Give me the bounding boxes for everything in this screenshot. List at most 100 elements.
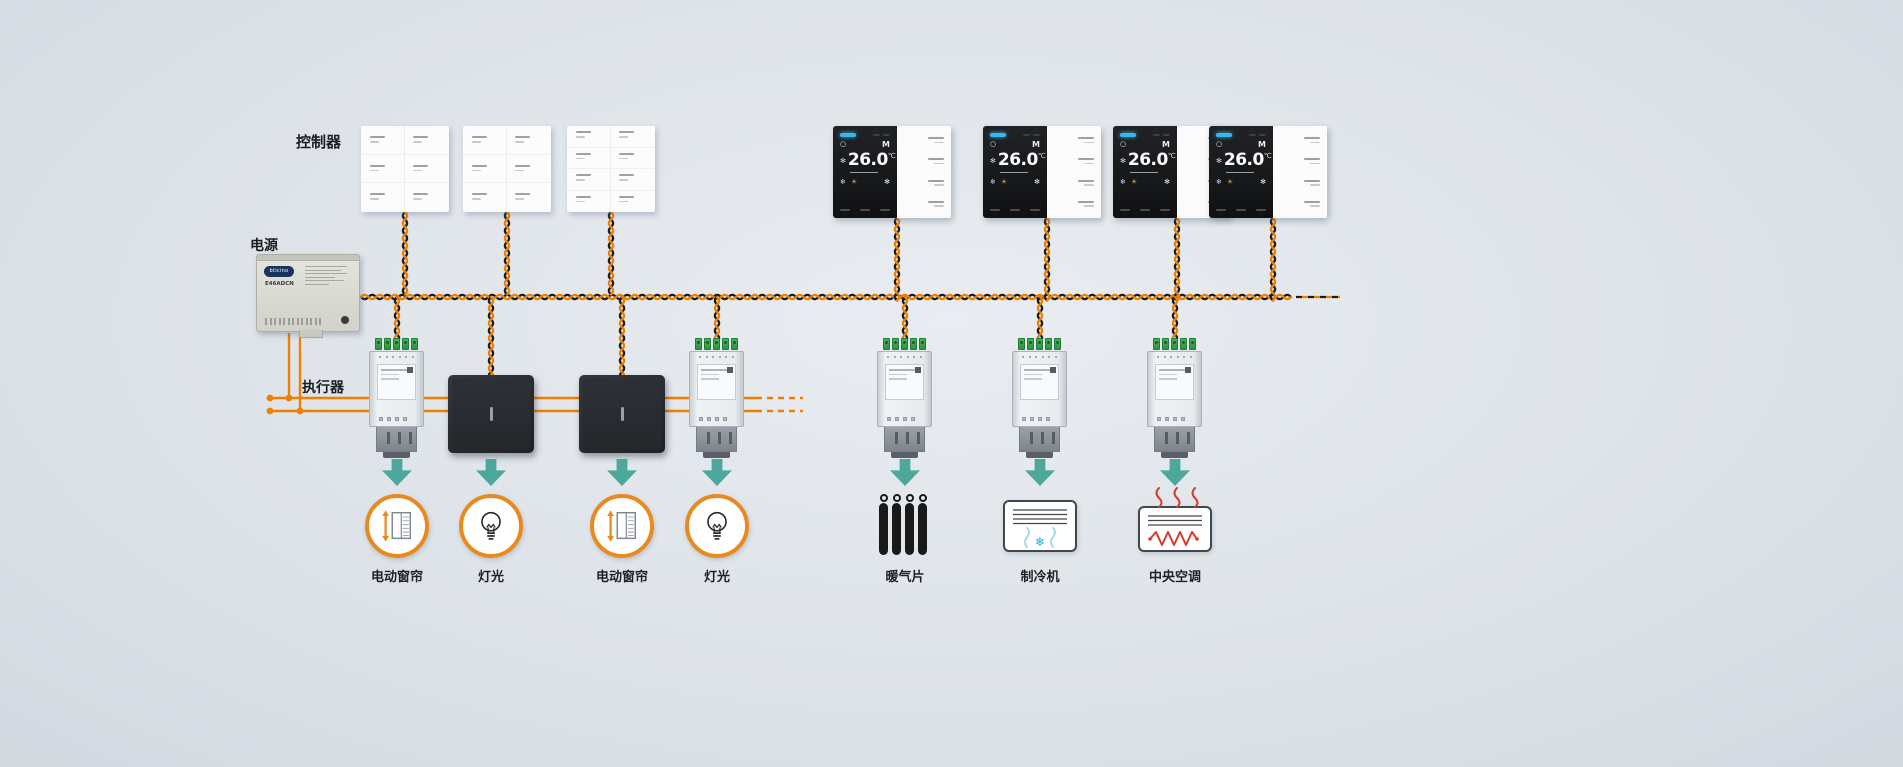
actuator-terminals — [884, 427, 925, 452]
din-clip — [891, 452, 918, 458]
curtain-device-icon — [590, 494, 654, 558]
mode-label: M — [1258, 139, 1266, 149]
radiator-icon — [879, 489, 933, 555]
device-caption-curtain-1: 电动窗帘 — [370, 570, 423, 585]
actuator-body — [877, 351, 932, 427]
chiller-icon: ❄ — [1003, 500, 1077, 552]
control-module-2 — [579, 375, 665, 453]
power-icon: ○ — [1216, 140, 1223, 148]
thermostat-display-panel: ○M ✻26.0℃ ❄☀✻ — [983, 126, 1047, 218]
bus-terminal-block — [1012, 338, 1067, 350]
device-caption-chiller: 制冷机 — [1020, 570, 1060, 585]
bus-terminal-block — [369, 338, 424, 350]
backlight-indicator — [1216, 133, 1232, 137]
temperature-unit: ℃ — [887, 151, 896, 160]
curtain-device-icon — [365, 494, 429, 558]
setpoint-bar — [1000, 171, 1028, 173]
control-module-1 — [448, 375, 534, 453]
light-device-icon — [685, 494, 749, 558]
temperature-unit: ℃ — [1263, 151, 1272, 160]
thermostat-display-panel: ○M ✻26.0℃ ❄☀✻ — [833, 126, 897, 218]
fan-icon: ✻ — [990, 156, 996, 165]
actuator-body — [689, 351, 744, 427]
din-clip — [383, 452, 410, 458]
curtain-icon — [607, 510, 637, 542]
brand-logo: bticino — [264, 266, 294, 277]
din-actuator-2 — [689, 338, 744, 458]
thermostat-display-panel: ○M ✻26.0℃ ❄☀✻ — [1209, 126, 1273, 218]
setpoint-bar — [850, 171, 878, 173]
heat-icon: ☀ — [1226, 177, 1234, 186]
device-caption-light-2: 灯光 — [703, 570, 730, 585]
fan-speed-icon: ✻ — [1164, 177, 1170, 186]
actuator-label — [1020, 364, 1059, 400]
psu-vents — [265, 318, 321, 325]
actuator-body — [1012, 351, 1067, 427]
setpoint-bar — [1226, 171, 1254, 173]
temperature-unit: ℃ — [1037, 151, 1046, 160]
thermostat-pair-4: ○M ✻26.0℃ ❄☀✻ — [1209, 126, 1327, 218]
heat-icon: ☀ — [850, 177, 858, 186]
psu-model-label: E46ADCN — [265, 281, 294, 287]
module-indicator — [620, 407, 624, 421]
actuator-body — [1147, 351, 1202, 427]
temperature-unit: ℃ — [1167, 151, 1176, 160]
curtain-icon — [382, 510, 412, 542]
knx-power-supply: bticino E46ADCN — [256, 254, 360, 338]
fan-speed-icon: ✻ — [1034, 177, 1040, 186]
actuator-terminals — [1019, 427, 1060, 452]
din-clip — [703, 452, 730, 458]
backlight-indicator — [1120, 133, 1136, 137]
din-actuator-1 — [369, 338, 424, 458]
device-caption-radiator: 暖气片 — [885, 570, 925, 585]
touch-buttons — [990, 208, 1040, 213]
power-icon: ○ — [1120, 140, 1127, 148]
thermostat-button-panel — [1047, 126, 1101, 218]
actuator-label — [697, 364, 736, 400]
bus-terminal-block — [877, 338, 932, 350]
controllers-section-label: 控制器 — [296, 133, 342, 151]
fan-icon: ✻ — [840, 156, 846, 165]
heat-icon: ☀ — [1130, 177, 1138, 186]
psu-top-strip — [257, 255, 359, 261]
power-supply-section-label: 电源 — [250, 238, 278, 254]
mode-label: M — [882, 139, 890, 149]
device-caption-central-ac: 中央空调 — [1148, 570, 1201, 585]
light-device-icon — [459, 494, 523, 558]
cool-icon: ❄ — [1216, 177, 1222, 186]
din-clip — [1161, 452, 1188, 458]
touch-buttons — [1120, 208, 1170, 213]
temperature-readout: 26.0 — [847, 149, 888, 170]
thermostat-display-panel: ○M ✻26.0℃ ❄☀✻ — [1113, 126, 1177, 218]
din-actuator-4 — [1012, 338, 1067, 458]
din-actuator-3 — [877, 338, 932, 458]
mode-label: M — [1032, 139, 1040, 149]
cool-icon: ❄ — [990, 177, 996, 186]
actuator-label — [1155, 364, 1194, 400]
thermostat-pair-2: ○M ✻26.0℃ ❄☀✻ — [983, 126, 1101, 218]
actuator-label — [377, 364, 416, 400]
heater-coil-icon — [1148, 515, 1202, 546]
thermostat-button-panel — [897, 126, 951, 218]
wall-keypad-2 — [463, 126, 551, 212]
chiller-detail — [1013, 509, 1067, 548]
snowflake-icon: ❄ — [1034, 535, 1046, 549]
bus-terminal-block — [1147, 338, 1202, 350]
fan-icon: ✻ — [1216, 156, 1222, 165]
fan-speed-icon: ✻ — [884, 177, 890, 186]
psu-din-clip — [299, 330, 323, 338]
din-actuator-5 — [1147, 338, 1202, 458]
psu-button — [341, 316, 349, 324]
actuator-terminals — [1154, 427, 1195, 452]
cool-icon: ❄ — [840, 177, 846, 186]
backlight-indicator — [990, 133, 1006, 137]
actuators-section-label: 执行器 — [302, 380, 344, 396]
actuator-body — [369, 351, 424, 427]
light-bulb-icon — [481, 511, 501, 540]
light-bulb-icon — [707, 511, 727, 540]
power-icon: ○ — [990, 140, 997, 148]
actuator-terminals — [376, 427, 417, 452]
temperature-readout: 26.0 — [997, 149, 1038, 170]
actuator-label — [885, 364, 924, 400]
